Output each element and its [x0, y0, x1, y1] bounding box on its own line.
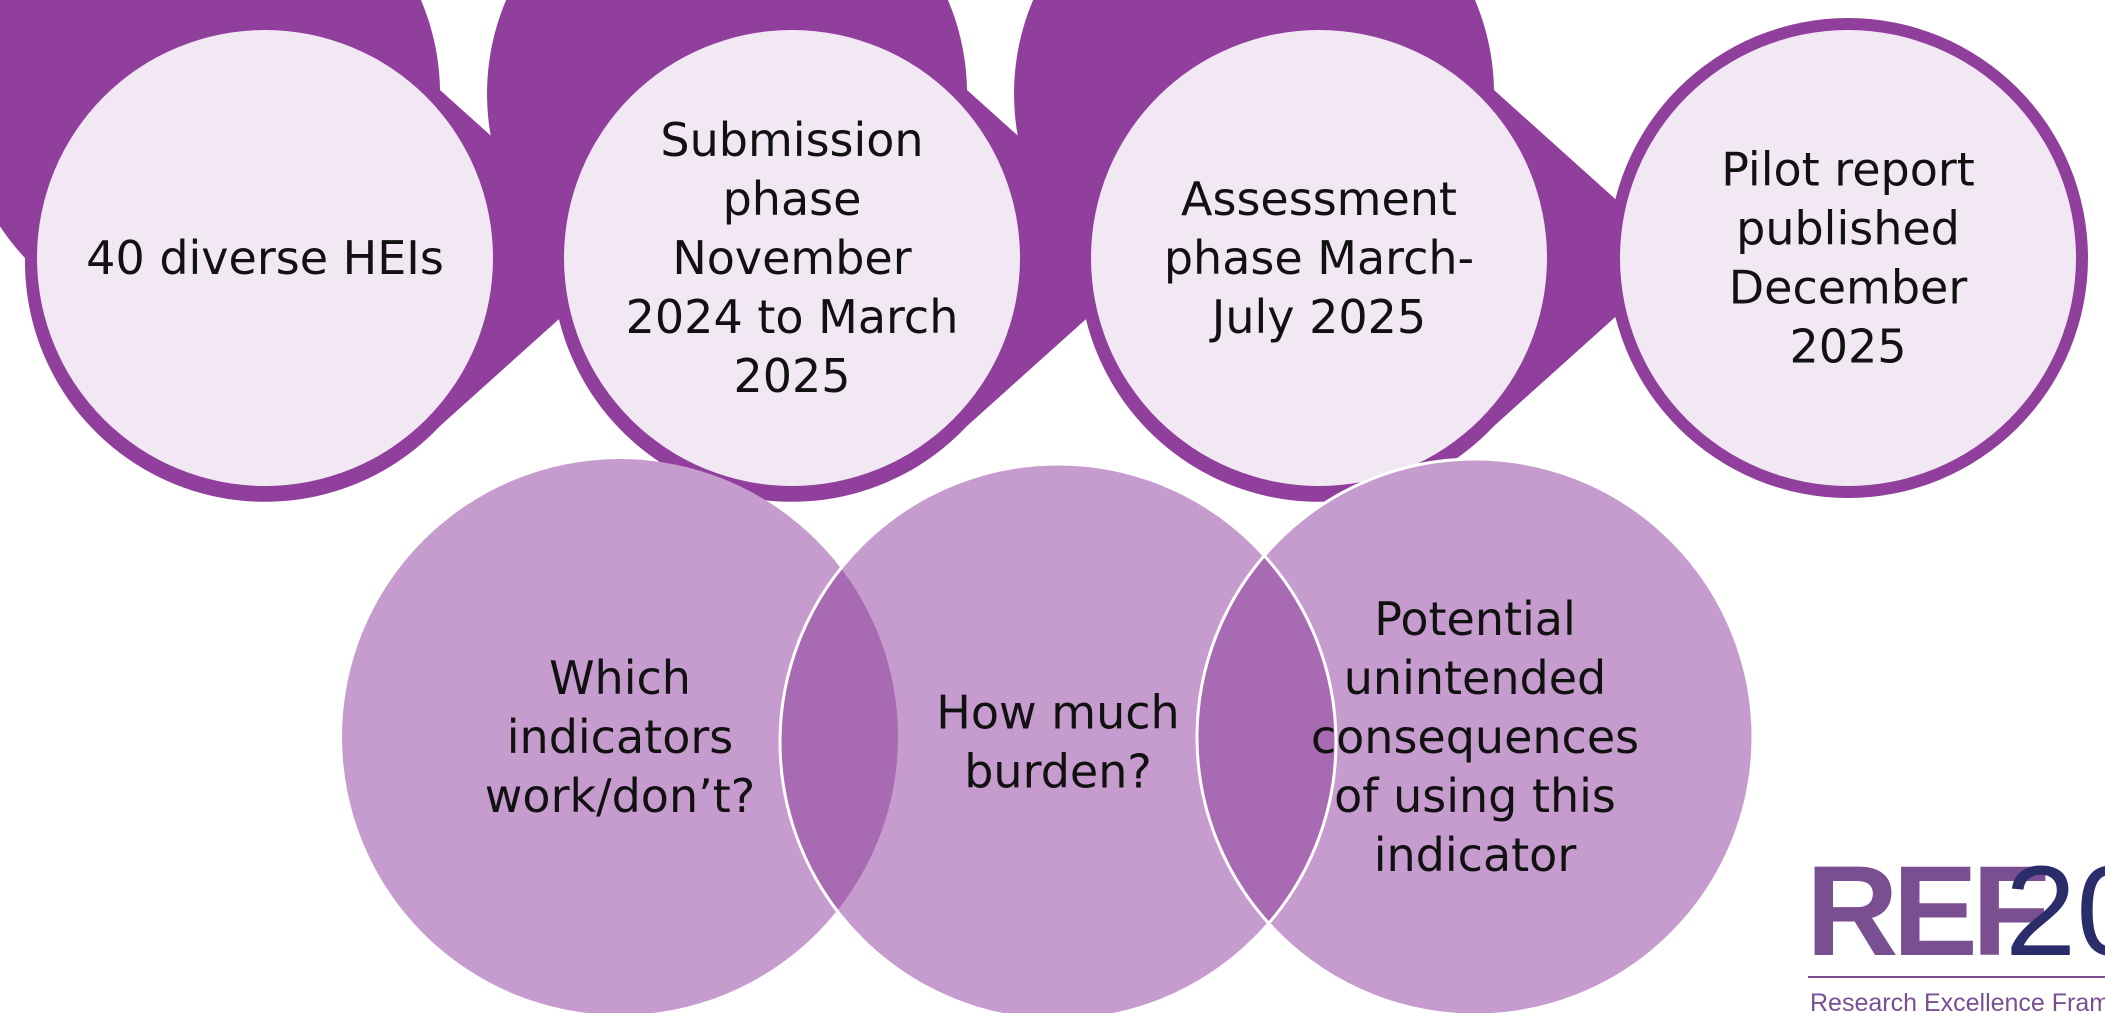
step-2-inner-circle	[564, 30, 1020, 486]
label-line: phase March-	[1164, 231, 1474, 285]
label-line: Which	[549, 651, 691, 705]
label-line: 40 diverse HEIs	[86, 231, 444, 285]
label-line: indicators	[507, 710, 733, 764]
label-line: 2025	[733, 349, 850, 403]
question-bubble-3	[1197, 459, 1753, 1013]
label-line: Submission	[660, 113, 923, 167]
label-line: unintended	[1344, 651, 1606, 705]
logo-year: 2029	[2005, 840, 2105, 983]
question-bubble-2	[780, 464, 1336, 1013]
label-line: consequences	[1311, 710, 1639, 764]
step-1-inner-circle	[37, 30, 493, 486]
logo-word: REF	[1806, 840, 2046, 983]
label-line: burden?	[964, 745, 1152, 799]
step-1-label: 40 diverse HEIs	[86, 231, 444, 285]
label-line: of using this	[1334, 769, 1616, 823]
label-line: Pilot report	[1721, 143, 1975, 197]
question-bubble-1	[342, 459, 898, 1013]
label-line: phase	[723, 172, 862, 226]
process-step-1: 40 diverse HEIs	[0, 0, 627, 502]
bubble-3-outline	[1195, 457, 1755, 1013]
label-line: Assessment	[1181, 172, 1457, 226]
label-line: work/don’t?	[485, 769, 755, 823]
step-4-inner-circle	[1620, 30, 2076, 486]
logo-subtitle: Research Excellence Framework	[1810, 989, 2105, 1013]
bubble-2-outline	[778, 462, 1338, 1013]
label-line: How much	[936, 686, 1179, 740]
label-line: Potential	[1374, 592, 1576, 646]
label-line: 2024 to March	[626, 290, 959, 344]
label-line: July 2025	[1209, 290, 1426, 344]
step-3-inner-circle	[1091, 30, 1547, 486]
label-line: December	[1729, 261, 1968, 315]
label-line: 2025	[1789, 320, 1906, 374]
label-line: published	[1736, 202, 1960, 256]
label-line: November	[672, 231, 911, 285]
ref-logo: REF 2029 Research Excellence Framework	[1806, 840, 2105, 1013]
label-line: indicator	[1374, 828, 1577, 882]
